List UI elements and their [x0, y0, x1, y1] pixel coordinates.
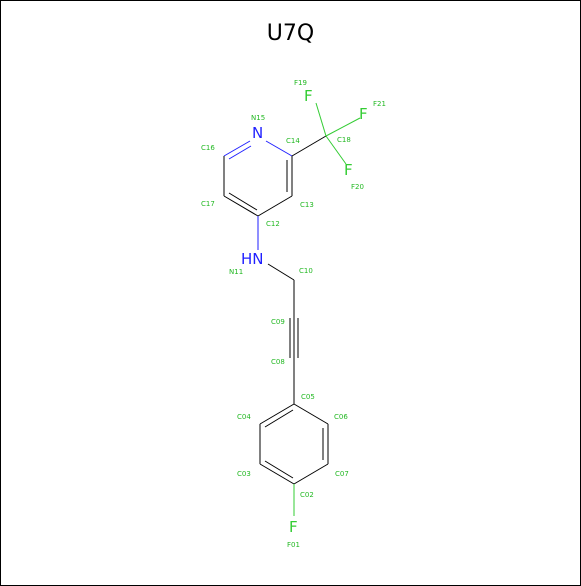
bond-c18-f20 [325, 135, 347, 165]
atom-label-c07: C07 [335, 470, 349, 478]
bond-n15-c16 [223, 140, 251, 157]
atom-label-c05: C05 [301, 393, 315, 401]
atom-labels: N15 N C14 C16 C17 C13 C12 HN N11 C10 C09… [201, 79, 386, 549]
atom-label-c16: C16 [201, 144, 215, 152]
atom-label-c08: C08 [271, 358, 285, 366]
bond-c17-c12-double [228, 192, 258, 211]
bond-c18-f21 [325, 117, 361, 137]
atom-label-c10: C10 [299, 267, 313, 275]
atom-f-right: F [359, 105, 368, 123]
atom-label-c02: C02 [300, 491, 314, 499]
bond-c05-c06 [293, 403, 329, 425]
atom-label-c06: C06 [334, 413, 348, 421]
atom-label-c04: C04 [237, 413, 251, 421]
atom-label-f19: F19 [294, 79, 307, 87]
bond-n15-c16-double [228, 145, 252, 160]
atom-label-c14: C14 [286, 137, 300, 145]
bond-c03-c02-double [264, 460, 294, 479]
bond-c17-c12 [223, 195, 259, 217]
atom-n: N [252, 124, 263, 142]
bond-c18-f19 [315, 102, 327, 137]
bond-c14-c18 [291, 135, 327, 157]
atom-label-n15: N15 [251, 114, 265, 122]
atom-label-c18: C18 [337, 136, 351, 144]
atom-f-top: F [304, 87, 313, 105]
atom-label-c13: C13 [300, 201, 314, 209]
atom-label-f20: F20 [351, 183, 364, 191]
bond-n15-c14 [265, 140, 293, 157]
atom-label-c17: C17 [201, 200, 215, 208]
atom-label-c09: C09 [271, 318, 285, 326]
atom-f-lower: F [344, 161, 353, 179]
molecule-title: U7Q [266, 21, 315, 46]
bond-c03-c02 [259, 463, 295, 485]
bond-c05-c04 [259, 403, 295, 425]
atom-hn: HN [241, 250, 264, 268]
bond-c05-c04-double [264, 409, 294, 428]
atom-label-n11: N11 [229, 268, 243, 276]
atom-f-bottom: F [289, 518, 298, 536]
bond-c07-c02 [293, 463, 329, 485]
atom-label-f01: F01 [287, 541, 300, 549]
atom-label-c03: C03 [237, 470, 251, 478]
bond-n11-c10 [267, 263, 295, 281]
bonds [223, 102, 361, 516]
atom-label-f21: F21 [373, 100, 386, 108]
atom-label-c12: C12 [266, 220, 280, 228]
bond-c12-c13 [257, 195, 293, 217]
